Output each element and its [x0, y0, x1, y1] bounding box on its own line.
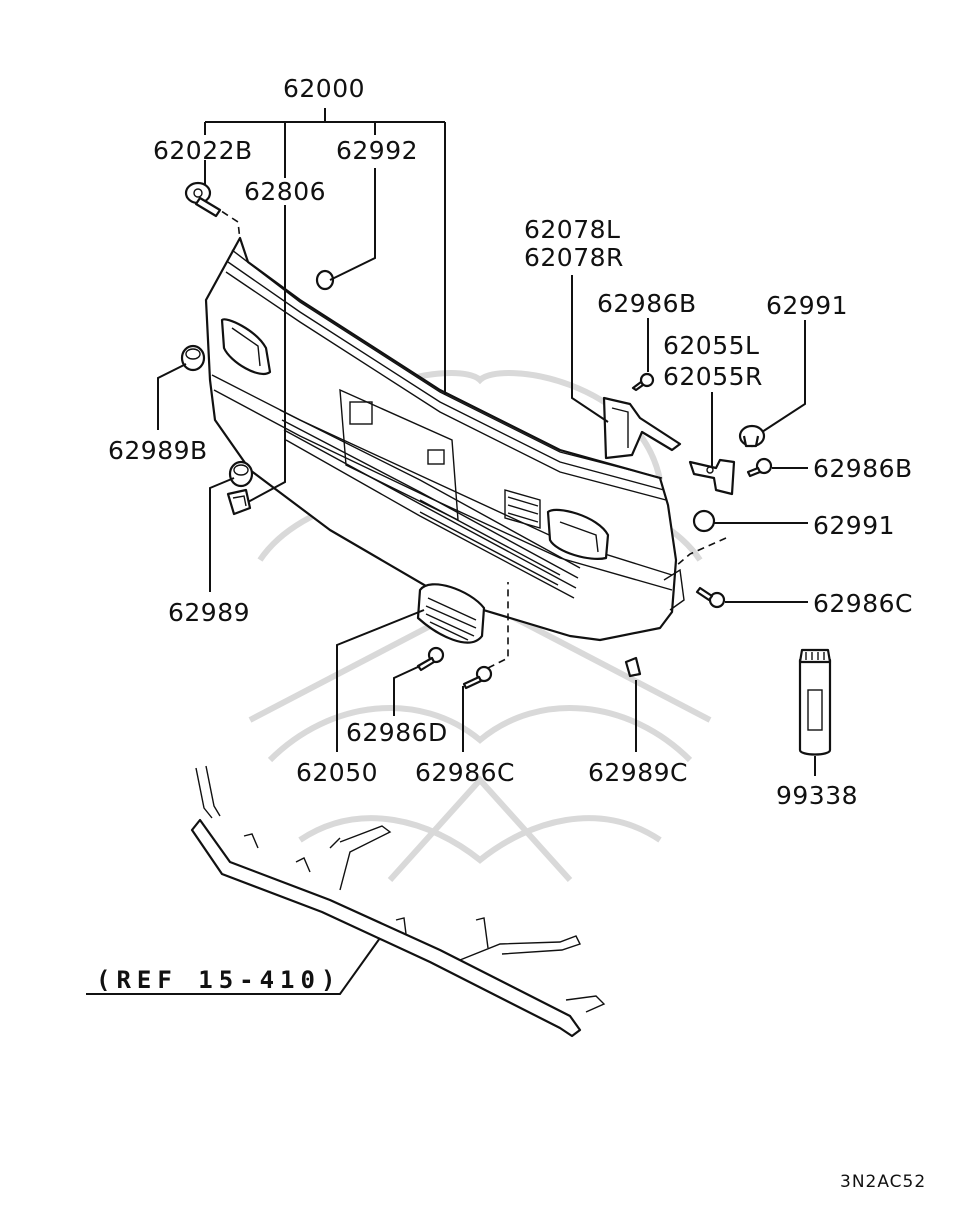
- label-62992: 62992: [336, 136, 418, 165]
- screw-62986D: [416, 646, 445, 672]
- nut-62989: [228, 460, 254, 488]
- screw-62986B-right: [746, 457, 773, 478]
- reference-label: (REF 15-410): [96, 966, 341, 994]
- label-62986C-bottom: 62986C: [415, 758, 515, 787]
- bumper-grille: [279, 409, 581, 599]
- label-62806: 62806: [244, 177, 326, 206]
- label-62078R: 62078R: [524, 243, 624, 272]
- label-62986B-right: 62986B: [813, 454, 913, 483]
- retainer-62806: [226, 488, 252, 516]
- leader-lines: [86, 108, 816, 995]
- label-62986D: 62986D: [346, 718, 448, 747]
- screw-62986B-top: [631, 372, 655, 392]
- label-62050: 62050: [296, 758, 378, 787]
- diagram-code: 3N2AC52: [840, 1172, 926, 1192]
- label-62989: 62989: [168, 598, 250, 627]
- label-62989B: 62989B: [108, 436, 208, 465]
- label-62000: 62000: [283, 74, 365, 103]
- screw-62986C-bottom: [462, 665, 493, 690]
- label-99338: 99338: [776, 781, 858, 810]
- label-62055R: 62055R: [663, 362, 763, 391]
- nut-62989B: [180, 344, 206, 372]
- clip-62989C: [624, 656, 642, 678]
- bolt-62022B: [184, 181, 222, 218]
- wiring-harness: [190, 765, 606, 1038]
- grille-cover-62050: [416, 583, 486, 644]
- label-62078L: 62078L: [524, 215, 620, 244]
- label-62022B: 62022B: [153, 136, 253, 165]
- label-62991-right: 62991: [813, 511, 895, 540]
- touch-up-paint-99338: [798, 648, 832, 756]
- part-labels: 62000 62022B 62992 62806 62078L 62078R 6…: [96, 74, 926, 1192]
- front-bumper: [204, 236, 685, 642]
- label-62986B-top: 62986B: [597, 289, 697, 318]
- clip-62992: [315, 269, 335, 291]
- bracket-62055: [688, 458, 736, 496]
- label-62986C-right: 62986C: [813, 589, 913, 618]
- screw-62986C-right: [695, 586, 726, 609]
- bracket-62078: [602, 396, 682, 460]
- nut-62991-right: [692, 509, 716, 533]
- label-62989C: 62989C: [588, 758, 688, 787]
- nut-62991-top: [738, 424, 766, 448]
- label-62991-top: 62991: [766, 291, 848, 320]
- label-62055L: 62055L: [663, 331, 759, 360]
